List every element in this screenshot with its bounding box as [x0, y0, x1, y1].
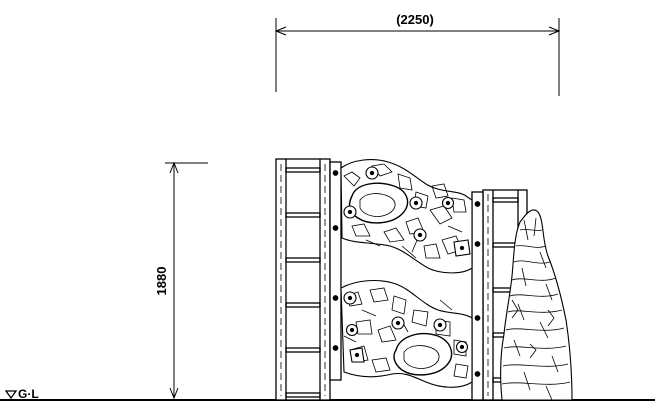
boulder-pillar — [500, 209, 573, 401]
left-mounting-bar — [329, 161, 342, 381]
ground-level-triangle-icon — [4, 390, 18, 400]
ground-line-label: G·L — [18, 387, 39, 401]
height-dimension — [165, 161, 208, 400]
width-dimension-label: (2250) — [396, 12, 434, 27]
lower-rock-panel — [340, 279, 473, 388]
right-mounting-bar — [471, 191, 484, 401]
width-dimension — [274, 18, 561, 96]
lower-panel-holds — [343, 291, 469, 363]
left-ladder-frame — [275, 158, 331, 401]
upper-panel-holds — [343, 166, 471, 257]
upper-rock-panel — [340, 159, 473, 274]
height-dimension-label: 1880 — [154, 267, 169, 296]
